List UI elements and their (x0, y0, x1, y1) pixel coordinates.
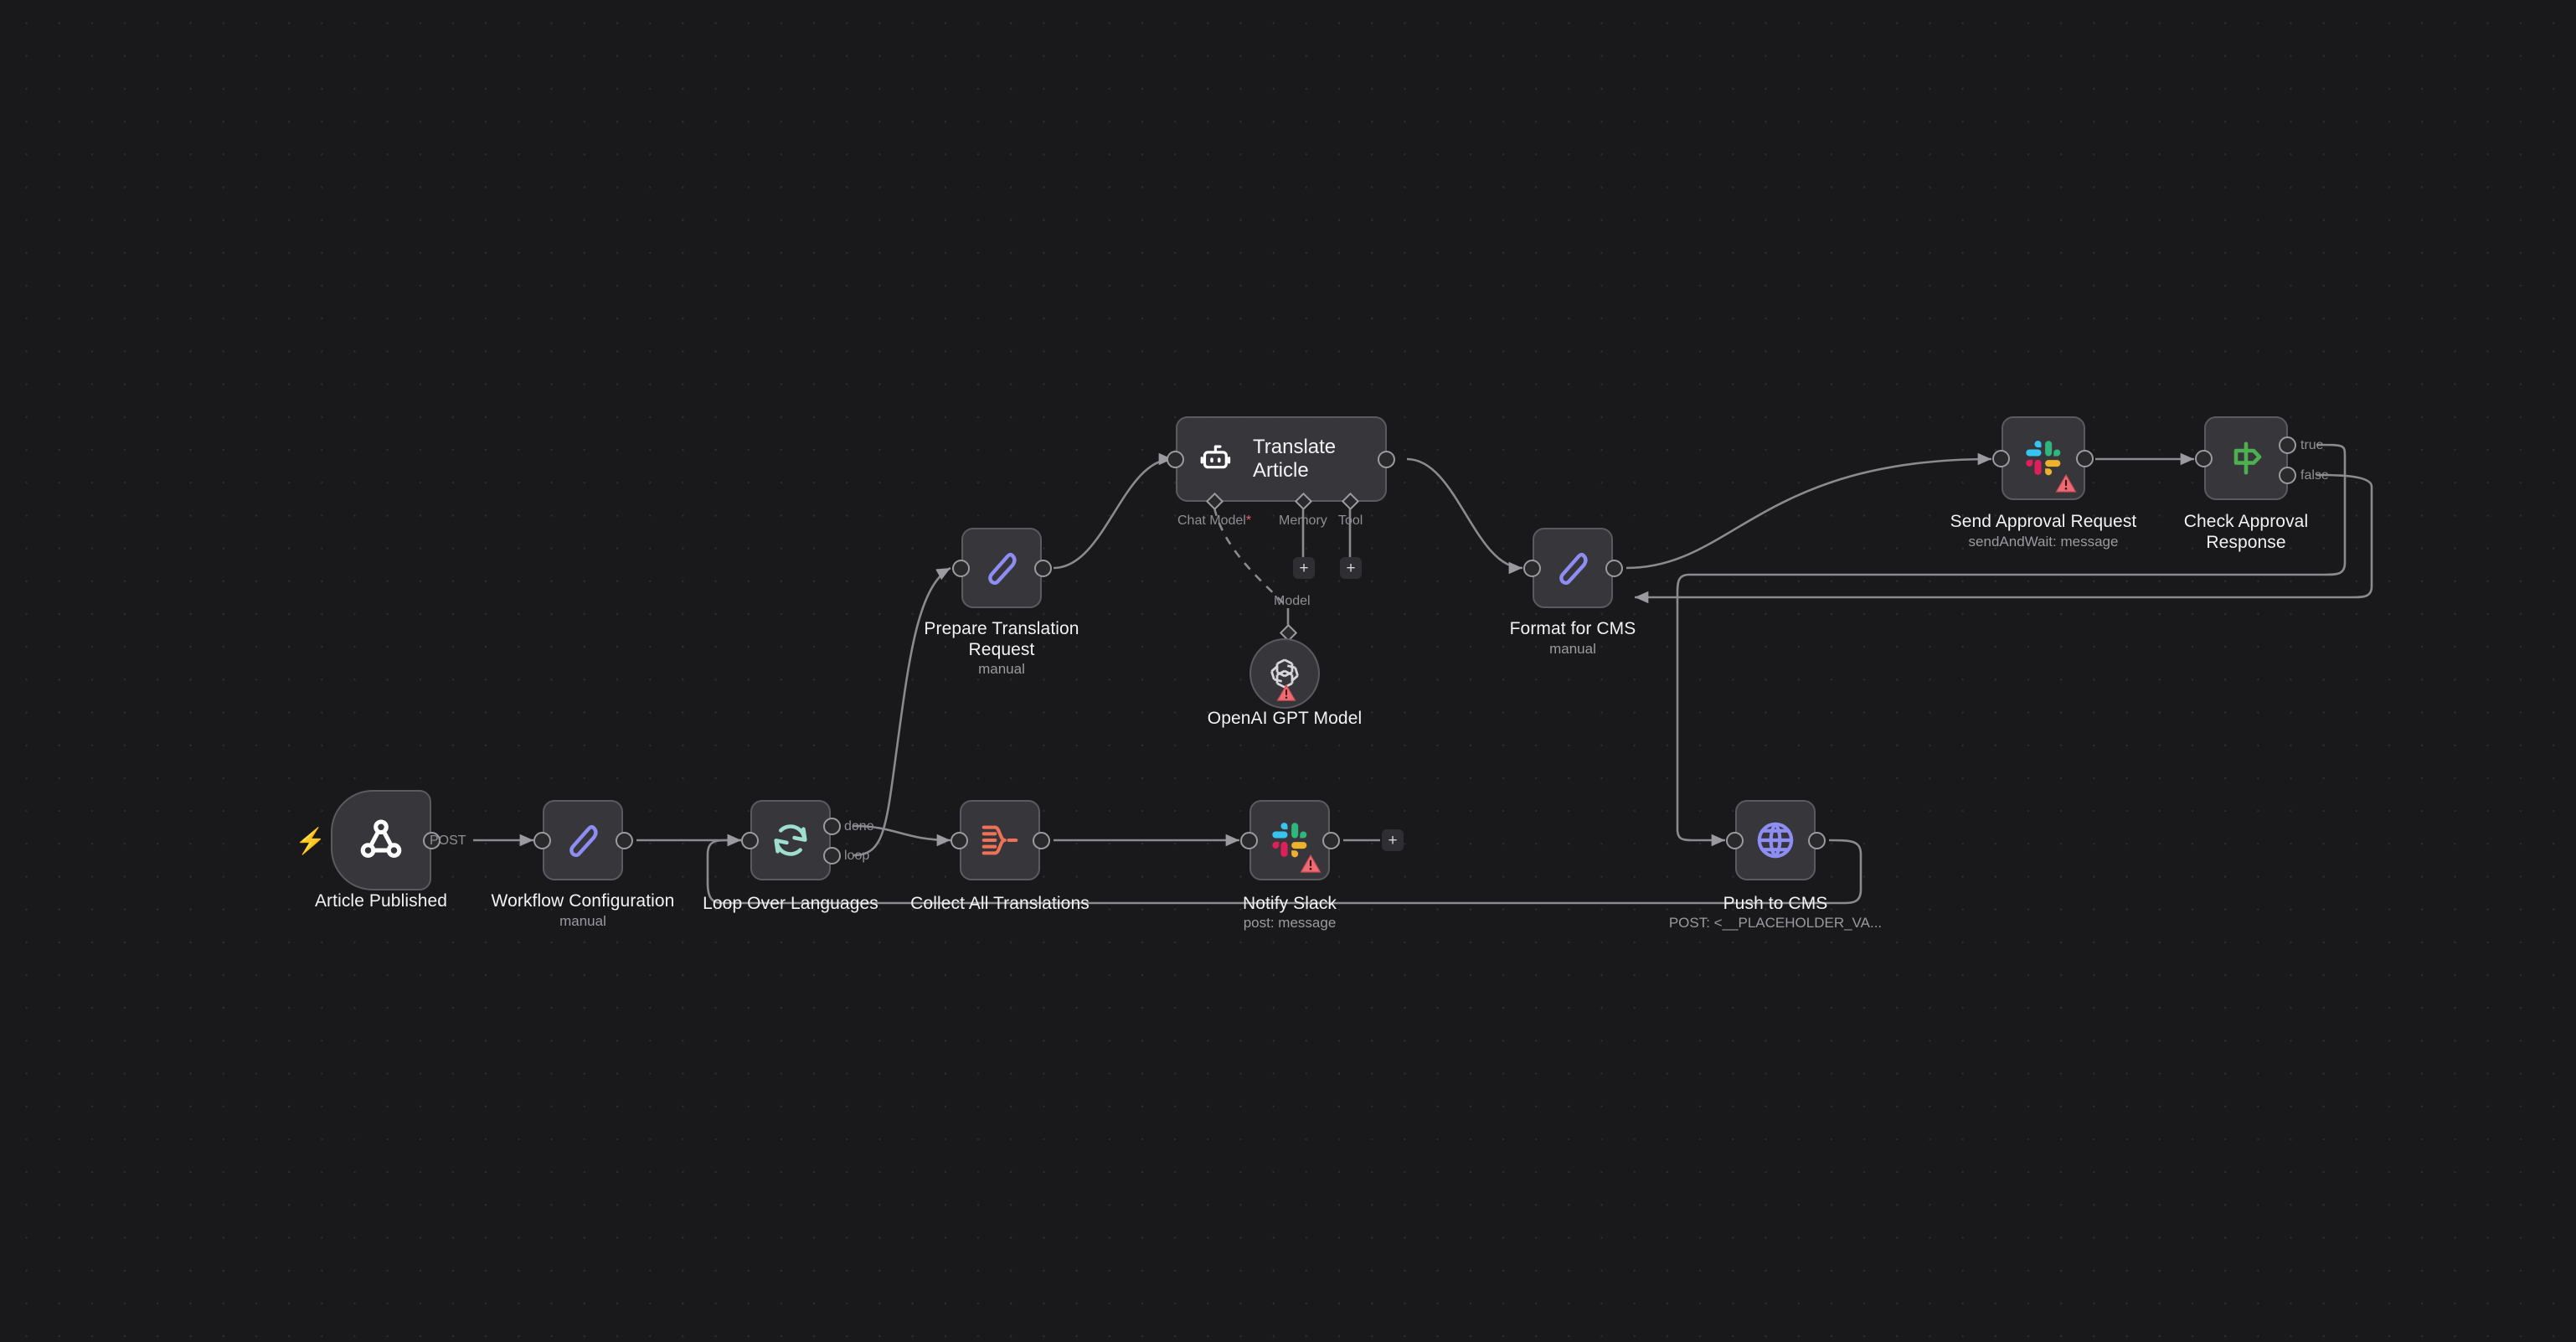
notify-slack-title: Notify Slack (1242, 894, 1337, 913)
pencil-edit-icon (563, 820, 603, 860)
check-approval-response-output-false-port[interactable] (2279, 467, 2296, 484)
slack-icon (1270, 821, 1309, 859)
webhook-icon (357, 816, 405, 865)
sub-port-label-chat-model: Chat Model* (1177, 514, 1252, 528)
send-approval-request-input-port[interactable] (1992, 450, 2010, 467)
notify-slack-input-port[interactable] (1240, 832, 1258, 849)
edge-label-false: false (2300, 468, 2329, 483)
send-approval-request-subtitle: sendAndWait: message (1968, 534, 2119, 550)
warning-triangle-icon (2055, 473, 2077, 493)
loop-over-languages-box[interactable] (750, 800, 831, 880)
format-for-cms-subtitle: manual (1549, 641, 1596, 657)
edge-label-done: done (844, 819, 874, 834)
add-node-button-notify-slack[interactable]: + (1382, 829, 1404, 851)
check-approval-response-title: Check Approval Response (2183, 512, 2309, 552)
prepare-translation-request-output-port[interactable] (1034, 560, 1052, 577)
notify-slack-subtitle: post: message (1243, 915, 1337, 931)
check-approval-response-output-true-port[interactable] (2279, 436, 2296, 454)
article-published-output-port[interactable] (423, 832, 440, 849)
push-to-cms-output-port[interactable] (1808, 832, 1826, 849)
collect-all-translations-box[interactable] (960, 800, 1040, 880)
warning-triangle-icon (1276, 684, 1298, 704)
loop-refresh-icon (770, 819, 811, 861)
sub-port-label-memory: Memory (1279, 514, 1327, 528)
check-approval-response-input-port[interactable] (2195, 450, 2213, 467)
merge-code-icon (979, 819, 1021, 861)
loop-over-languages-output-done-port[interactable] (823, 818, 841, 835)
format-for-cms-box[interactable] (1533, 528, 1613, 608)
prepare-translation-request-subtitle: manual (978, 661, 1025, 677)
translate-article-output-port[interactable] (1378, 451, 1395, 468)
openai-gpt-model-box[interactable] (1249, 638, 1320, 709)
sub-port-label-tool: Tool (1338, 514, 1363, 528)
loop-over-languages-input-port[interactable] (741, 832, 759, 849)
translate-article-box[interactable]: Translate Article (1176, 416, 1387, 502)
slack-icon (2024, 439, 2063, 477)
format-for-cms-input-port[interactable] (1523, 560, 1541, 577)
send-approval-request-box[interactable] (2002, 416, 2085, 500)
translate-article-label: Translate Article (1253, 436, 1337, 482)
ai-agent-robot-icon (1199, 441, 1234, 477)
collect-all-translations-input-port[interactable] (951, 832, 968, 849)
article-published-box[interactable] (331, 790, 431, 890)
edge-label-loop: loop (844, 849, 870, 863)
prepare-translation-request-title: Prepare Translation Request (924, 619, 1079, 659)
pencil-edit-icon (1553, 548, 1593, 588)
notify-slack-output-port[interactable] (1322, 832, 1340, 849)
send-approval-request-title: Send Approval Request (1950, 512, 2137, 531)
lightning-bolt-icon: ⚡ (295, 828, 327, 855)
format-for-cms-title: Format for CMS (1509, 619, 1636, 638)
workflow-configuration-subtitle: manual (559, 913, 606, 929)
edge-label-true: true (2300, 438, 2324, 452)
pencil-edit-icon (981, 548, 1022, 588)
add-memory-button[interactable]: + (1293, 557, 1315, 579)
openai-gpt-model-title: OpenAI GPT Model (1207, 709, 1363, 728)
article-published-title: Article Published (314, 891, 448, 911)
edge-label-post: POST (430, 834, 466, 848)
if-signpost-icon (2226, 438, 2266, 478)
workflow-configuration-box[interactable] (543, 800, 623, 880)
workflow-configuration-title: Workflow Configuration (491, 891, 675, 911)
warning-triangle-icon (1300, 854, 1321, 874)
push-to-cms-subtitle: POST: <__PLACEHOLDER_VA... (1668, 915, 1883, 931)
collect-all-translations-title: Collect All Translations (910, 894, 1090, 913)
format-for-cms-output-port[interactable] (1605, 560, 1623, 577)
loop-over-languages-output-loop-port[interactable] (823, 847, 841, 865)
workflow-configuration-input-port[interactable] (533, 832, 551, 849)
check-approval-response-box[interactable] (2204, 416, 2288, 500)
sub-port-label-model: Model (1274, 594, 1311, 608)
openai-icon (1266, 655, 1303, 692)
loop-over-languages-title: Loop Over Languages (703, 894, 878, 913)
push-to-cms-box[interactable] (1735, 800, 1816, 880)
add-tool-button[interactable]: + (1340, 557, 1362, 579)
notify-slack-box[interactable] (1249, 800, 1330, 880)
push-to-cms-input-port[interactable] (1726, 832, 1744, 849)
translate-article-input-port[interactable] (1167, 451, 1184, 468)
prepare-translation-request-box[interactable] (961, 528, 1042, 608)
send-approval-request-output-port[interactable] (2076, 450, 2094, 467)
workflow-configuration-output-port[interactable] (616, 832, 633, 849)
prepare-translation-request-input-port[interactable] (952, 560, 970, 577)
collect-all-translations-output-port[interactable] (1033, 832, 1050, 849)
globe-http-icon (1754, 819, 1796, 861)
push-to-cms-title: Push to CMS (1723, 894, 1828, 913)
